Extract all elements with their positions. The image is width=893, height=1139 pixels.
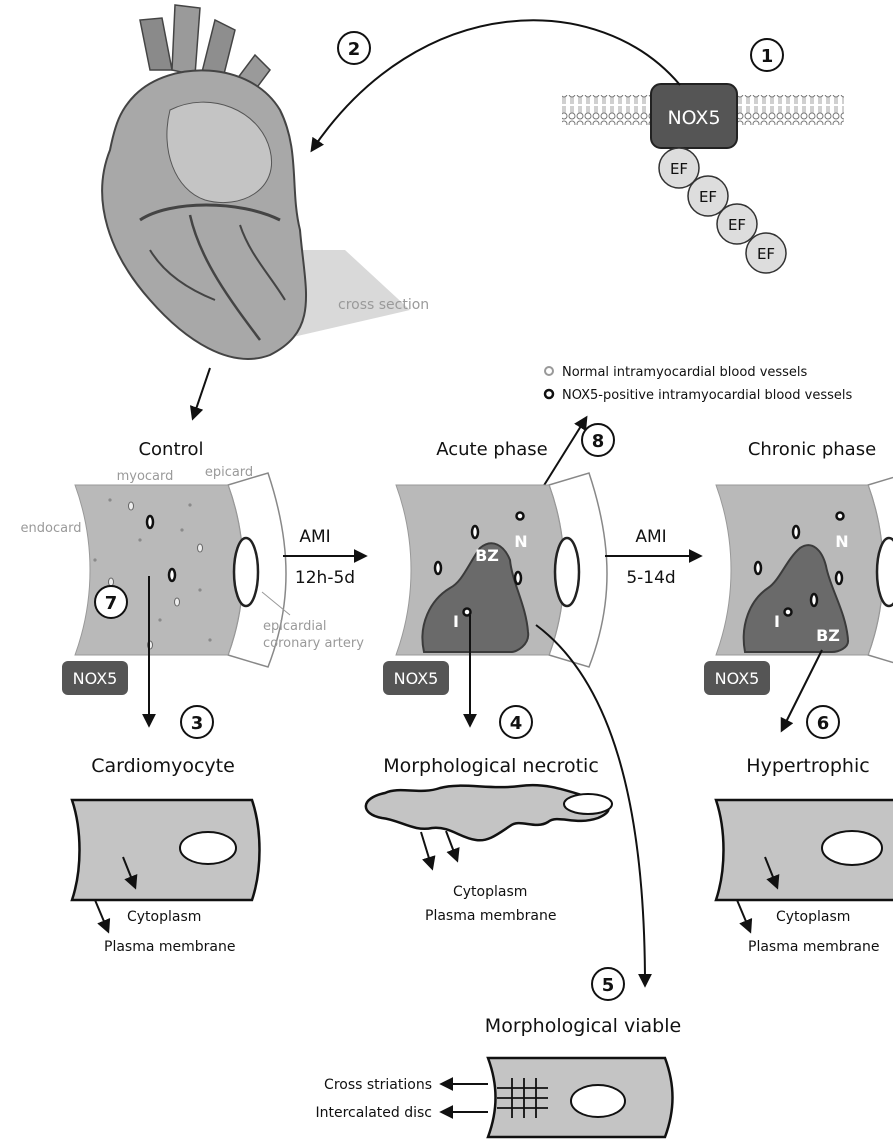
legend-positive-icon: [545, 390, 553, 398]
chronic-tissue: [716, 473, 893, 667]
marker-7-label: 7: [105, 593, 118, 614]
ef-label-3: EF: [728, 216, 746, 234]
acute-zone-bz: BZ: [475, 546, 499, 565]
nox5-badge-chronic-label: NOX5: [715, 669, 760, 688]
cardiomyocyte-cytoplasm: Cytoplasm: [127, 909, 201, 925]
necrotic-membrane: Plasma membrane: [425, 908, 556, 924]
transition-2-label: AMI: [635, 527, 666, 547]
marker-3-label: 3: [191, 713, 204, 734]
chronic-zone-i: I: [774, 612, 780, 631]
arrow-heart-to-control: [193, 368, 210, 418]
transition-1-time: 12h-5d: [295, 568, 355, 588]
marker-8-label: 8: [592, 431, 605, 452]
legend-normal: Normal intramyocardial blood vessels: [562, 365, 808, 380]
cardiomyocyte-nucleus: [180, 832, 236, 864]
marker-4-label: 4: [510, 713, 523, 734]
acute-tissue: [396, 473, 607, 667]
cardiomyocyte-membrane: Plasma membrane: [104, 939, 235, 955]
label-cross-striations: Cross striations: [324, 1077, 432, 1093]
label-artery-2: coronary artery: [263, 636, 364, 651]
label-myocard: myocard: [117, 469, 174, 484]
marker-1-label: 1: [761, 46, 774, 67]
transition-2-time: 5-14d: [626, 568, 675, 588]
cell-title-viable: Morphological viable: [485, 1015, 681, 1037]
viable-nucleus: [571, 1085, 625, 1117]
label-epicard: epicard: [205, 465, 253, 480]
label-artery-1: epicardial: [263, 619, 327, 634]
hypertrophic-nucleus: [822, 831, 882, 865]
marker-2-label: 2: [348, 39, 361, 60]
legend-positive: NOX5-positive intramyocardial blood vess…: [562, 388, 852, 403]
label-endocard: endocard: [21, 521, 82, 536]
label-intercalated-disc: Intercalated disc: [315, 1105, 432, 1121]
cell-title-necrotic: Morphological necrotic: [383, 755, 599, 777]
nox5-badge-control-label: NOX5: [73, 669, 118, 688]
cell-title-cardiomyocyte: Cardiomyocyte: [91, 755, 235, 777]
necrotic-cytoplasm: Cytoplasm: [453, 884, 527, 900]
hypertrophic-cytoplasm: Cytoplasm: [776, 909, 850, 925]
transition-1-label: AMI: [299, 527, 330, 547]
phase-acute: Acute phase: [436, 439, 547, 460]
hypertrophic-membrane: Plasma membrane: [748, 939, 879, 955]
chronic-zone-n: N: [835, 532, 848, 551]
legend-normal-icon: [545, 367, 553, 375]
phase-control: Control: [138, 439, 203, 460]
acute-zone-i: I: [453, 612, 459, 631]
ef-label-2: EF: [699, 188, 717, 206]
necrotic-cell: [366, 785, 609, 840]
ef-label-1: EF: [670, 160, 688, 178]
marker-5-label: 5: [602, 975, 615, 996]
ef-label-4: EF: [757, 245, 775, 263]
marker-6-label: 6: [817, 713, 830, 734]
acute-zone-n: N: [514, 532, 527, 551]
cross-section-label: cross section: [338, 297, 429, 313]
nox5-badge-acute-label: NOX5: [394, 669, 439, 688]
nox5-protein-label: NOX5: [667, 107, 720, 129]
chronic-zone-bz: BZ: [816, 626, 840, 645]
cell-title-hypertrophic: Hypertrophic: [746, 755, 869, 777]
phase-chronic: Chronic phase: [748, 439, 876, 460]
necrotic-nucleus: [564, 794, 612, 814]
control-tissue: [75, 473, 286, 667]
